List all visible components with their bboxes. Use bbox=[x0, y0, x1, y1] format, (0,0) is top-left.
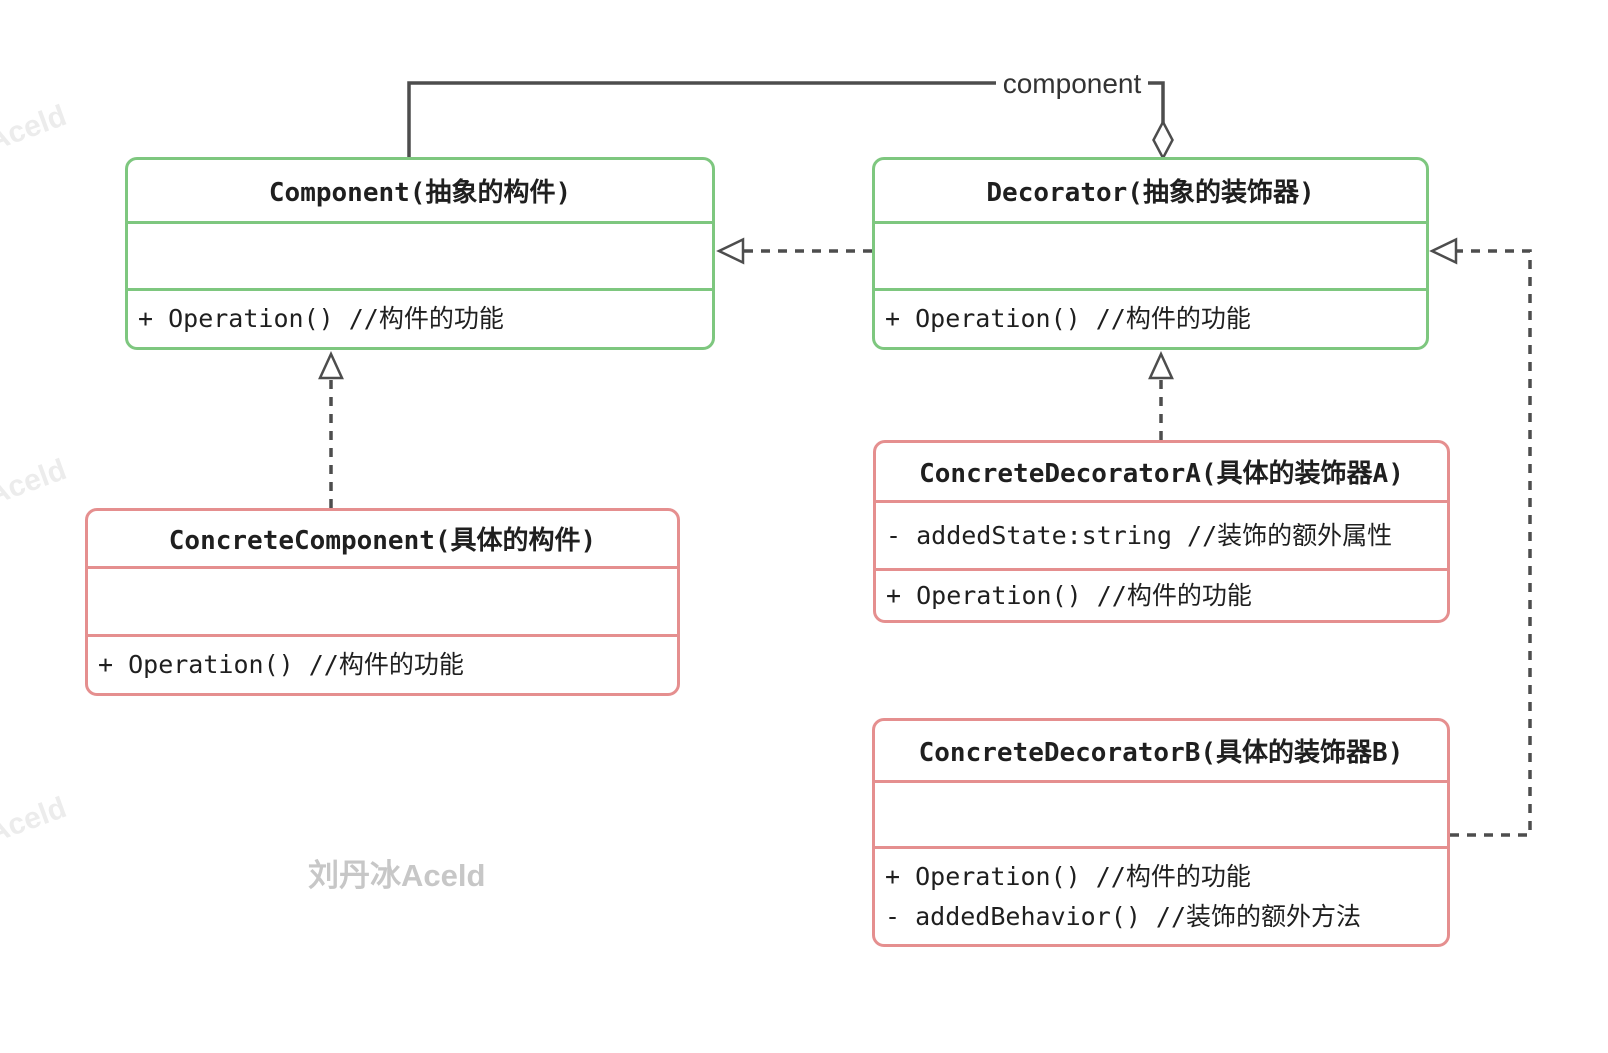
class-method: + Operation() //构件的功能 bbox=[886, 580, 1252, 610]
class-box-concrete-decorator-a: ConcreteDecoratorA(具体的装饰器A) - addedState… bbox=[873, 440, 1450, 623]
class-method: + Operation() //构件的功能 bbox=[138, 304, 504, 333]
class-method: + Operation() //构件的功能 bbox=[885, 304, 1251, 333]
class-title: ConcreteDecoratorA(具体的装饰器A) bbox=[876, 443, 1447, 503]
class-attribute: - addedState:string //装饰的额外属性 bbox=[886, 520, 1393, 550]
dependency-edge-decorator-component bbox=[716, 237, 872, 265]
open-triangle-arrowhead-icon bbox=[318, 350, 344, 380]
generalization-edge-concretedecoratorb-decorator bbox=[1429, 237, 1532, 837]
class-methods-section: + Operation() //构件的功能 bbox=[88, 637, 677, 693]
open-triangle-arrowhead-icon bbox=[716, 237, 745, 265]
open-triangle-arrowhead-icon bbox=[1429, 237, 1458, 265]
class-title: Decorator(抽象的装饰器) bbox=[875, 160, 1426, 224]
class-attributes-section-empty bbox=[875, 224, 1426, 291]
class-box-concrete-component: ConcreteComponent(具体的构件) + Operation() /… bbox=[85, 508, 680, 696]
class-method: + Operation() //构件的功能 bbox=[98, 650, 464, 679]
class-attributes-section-empty bbox=[128, 224, 712, 291]
class-title: ConcreteDecoratorB(具体的装饰器B) bbox=[875, 721, 1447, 783]
class-box-component: Component(抽象的构件) + Operation() //构件的功能 bbox=[125, 157, 715, 350]
class-attributes-section-empty bbox=[88, 569, 677, 637]
aggregation-line bbox=[407, 81, 1165, 157]
watermark-signature: 刘丹冰Aceld bbox=[308, 858, 486, 893]
class-methods-section: + Operation() //构件的功能 bbox=[876, 571, 1447, 620]
class-methods-section: + Operation() //构件的功能 - addedBehavior() … bbox=[875, 849, 1447, 944]
class-methods-section: + Operation() //构件的功能 bbox=[128, 291, 712, 347]
aggregation-diamond-icon bbox=[1152, 119, 1174, 161]
class-attributes-section: - addedState:string //装饰的额外属性 bbox=[876, 503, 1447, 571]
class-box-concrete-decorator-b: ConcreteDecoratorB(具体的装饰器B) + Operation(… bbox=[872, 718, 1450, 947]
open-triangle-arrowhead-icon bbox=[1148, 350, 1174, 380]
class-method: - addedBehavior() //装饰的额外方法 bbox=[885, 901, 1362, 931]
generalization-edge-concretecomponent-component bbox=[318, 350, 344, 508]
class-box-decorator: Decorator(抽象的装饰器) + Operation() //构件的功能 bbox=[872, 157, 1429, 350]
generalization-line bbox=[1450, 249, 1532, 837]
generalization-edge-concretedecoratora-decorator bbox=[1148, 350, 1174, 440]
class-title: ConcreteComponent(具体的构件) bbox=[88, 511, 677, 569]
class-method: + Operation() //构件的功能 bbox=[885, 861, 1251, 891]
class-attributes-section-empty bbox=[875, 783, 1447, 849]
class-title: Component(抽象的构件) bbox=[128, 160, 712, 224]
class-methods-section: + Operation() //构件的功能 bbox=[875, 291, 1426, 347]
association-label-component: component bbox=[996, 66, 1148, 102]
